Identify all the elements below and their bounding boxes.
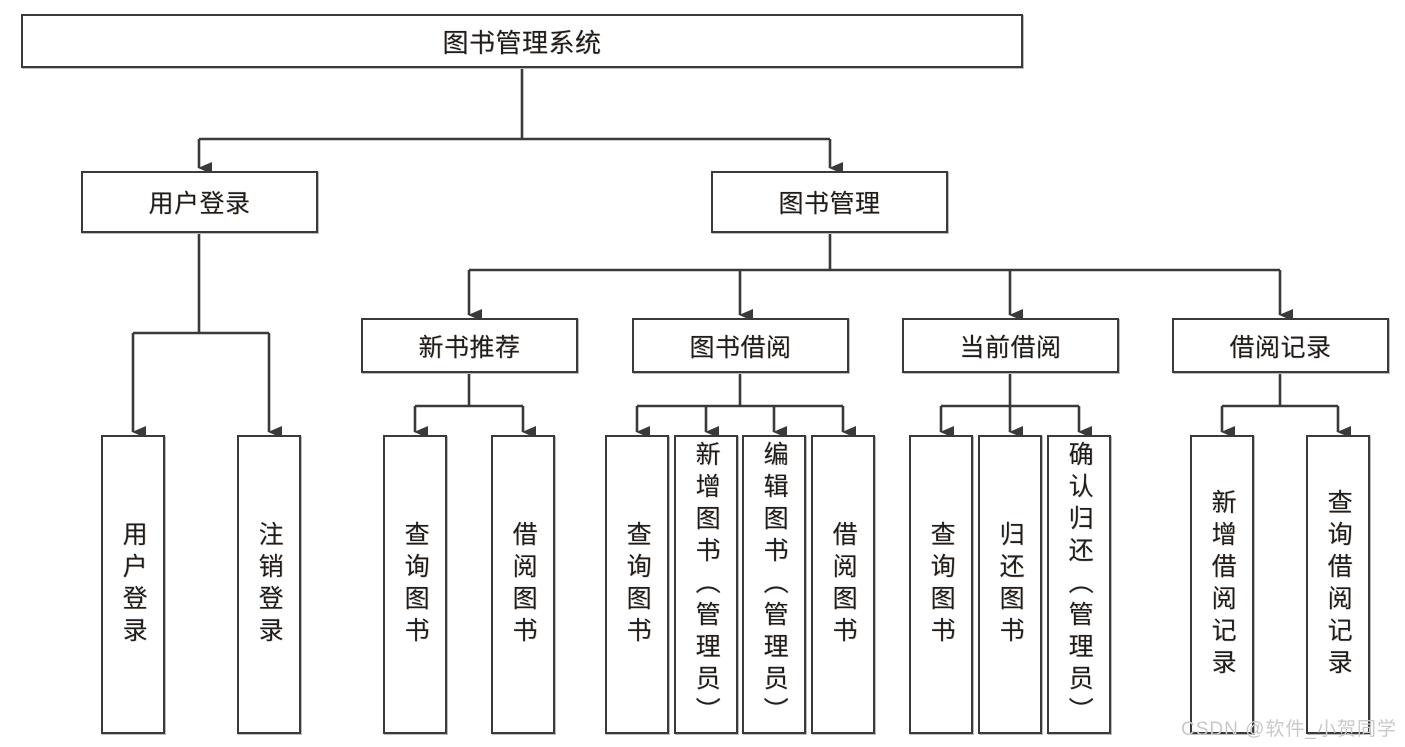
node-current-borrow[interactable]: 当前借阅 bbox=[902, 318, 1119, 373]
leaf-new-book-borrow[interactable]: 借阅图书 bbox=[491, 435, 555, 734]
leaf-label: 查询图书 bbox=[927, 520, 956, 649]
node-user-login[interactable]: 用户登录 bbox=[81, 171, 318, 233]
leaf-label: 查询图书 bbox=[401, 520, 430, 649]
leaf-current-borrow-confirm-return[interactable]: 确认归还（管理员） bbox=[1047, 435, 1111, 734]
leaf-user-login-logout[interactable]: 注销登录 bbox=[237, 435, 301, 734]
leaf-book-borrow-query[interactable]: 查询图书 bbox=[605, 435, 669, 734]
leaf-borrow-record-add[interactable]: 新增借阅记录 bbox=[1190, 435, 1254, 734]
leaf-current-borrow-query[interactable]: 查询图书 bbox=[909, 435, 973, 734]
node-label: 新书推荐 bbox=[418, 333, 521, 362]
leaf-book-borrow-borrow[interactable]: 借阅图书 bbox=[811, 435, 875, 734]
node-label: 图书借阅 bbox=[689, 333, 792, 362]
node-label: 借阅记录 bbox=[1229, 333, 1332, 362]
leaf-label: 用户登录 bbox=[119, 520, 148, 649]
node-book-borrow[interactable]: 图书借阅 bbox=[632, 318, 849, 373]
node-book-management-system[interactable]: 图书管理系统 bbox=[21, 14, 1023, 68]
leaf-book-borrow-edit[interactable]: 编辑图书（管理员） bbox=[742, 435, 806, 734]
leaf-new-book-query[interactable]: 查询图书 bbox=[383, 435, 447, 734]
leaf-label: 查询借阅记录 bbox=[1324, 488, 1353, 681]
leaf-label: 借阅图书 bbox=[509, 520, 538, 649]
leaf-label: 注销登录 bbox=[255, 520, 284, 649]
leaf-book-borrow-add[interactable]: 新增图书（管理员） bbox=[674, 435, 738, 734]
leaf-current-borrow-return[interactable]: 归还图书 bbox=[978, 435, 1042, 734]
node-label: 用户登录 bbox=[148, 190, 251, 218]
leaf-label: 新增借阅记录 bbox=[1208, 488, 1237, 681]
leaf-label: 归还图书 bbox=[996, 520, 1025, 649]
node-new-book-recommend[interactable]: 新书推荐 bbox=[361, 318, 578, 373]
leaf-label: 新增图书（管理员） bbox=[692, 440, 721, 729]
leaf-label: 查询图书 bbox=[623, 520, 652, 649]
node-borrow-record[interactable]: 借阅记录 bbox=[1172, 318, 1389, 373]
node-book-management[interactable]: 图书管理 bbox=[711, 171, 948, 233]
leaf-user-login-login[interactable]: 用户登录 bbox=[101, 435, 165, 734]
node-label: 图书管理系统 bbox=[442, 27, 602, 58]
leaf-borrow-record-query[interactable]: 查询借阅记录 bbox=[1306, 435, 1370, 734]
leaf-label: 编辑图书（管理员） bbox=[760, 440, 789, 729]
leaf-label: 确认归还（管理员） bbox=[1065, 440, 1094, 729]
node-label: 当前借阅 bbox=[959, 333, 1062, 362]
leaf-label: 借阅图书 bbox=[829, 520, 858, 649]
node-label: 图书管理 bbox=[778, 190, 881, 218]
